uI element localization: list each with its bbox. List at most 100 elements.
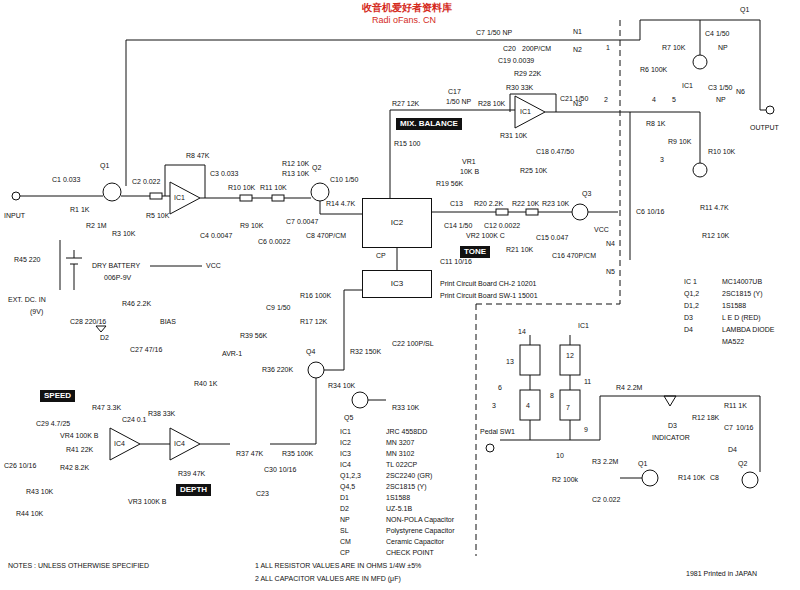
component-label: R13 10K (282, 170, 309, 178)
component-label: Q2 (738, 460, 747, 468)
component-label: C22 100P/SL (392, 340, 434, 348)
wire (96, 326, 106, 332)
component-label: IC2 (340, 439, 351, 447)
resistor-symbol (560, 345, 580, 375)
component-label: 1/50 NP (446, 98, 471, 106)
component-symbol (103, 183, 121, 201)
watermark-text: 收音机爱好者资料库 (362, 2, 452, 13)
component-label: Q2 (312, 164, 321, 172)
component-label: C7 0.0047 (286, 218, 318, 226)
component-label: C3 1/50 (708, 84, 733, 92)
component-label: MA522 (722, 338, 744, 346)
component-label: INDICATOR (652, 434, 690, 442)
component-label: R32 150K (350, 348, 381, 356)
component-label: MN 3207 (386, 439, 414, 447)
component-label: EXT. DC. IN (8, 296, 46, 304)
component-label: C14 1/50 (444, 222, 472, 230)
component-label: R9 10K (240, 222, 263, 230)
component-label: C26 10/16 (4, 462, 36, 470)
component-label: R39 47K (178, 470, 205, 478)
component-label: R25 10K (520, 167, 547, 175)
component-label: C4 0.0047 (200, 232, 232, 240)
component-label: Q4,5 (340, 483, 355, 491)
component-label: 13 (506, 358, 514, 366)
component-label: R14 10K (678, 474, 705, 482)
component-label: R10 10K (228, 184, 255, 192)
component-label: 5 (672, 96, 676, 104)
component-label: C27 47/16 (130, 346, 162, 354)
component-label: (9V) (30, 308, 43, 316)
component-symbol (352, 392, 368, 408)
wire (126, 40, 600, 186)
component-label: INPUT (4, 212, 25, 220)
component-label: R22 10K (512, 200, 539, 208)
component-label: R11 1K (724, 402, 747, 410)
component-label: R20 2.2K (474, 200, 503, 208)
component-symbol (486, 444, 494, 452)
wire (500, 396, 760, 472)
component-label: C7 1/50 NP (476, 29, 512, 37)
wire (150, 266, 202, 267)
resistor-symbol (520, 345, 540, 375)
component-symbol (308, 362, 324, 378)
resistor-symbol (272, 195, 284, 201)
component-label: Pedal SW1 (480, 428, 515, 436)
component-label: R21 10K (506, 246, 533, 254)
component-label: IC4 (340, 461, 351, 469)
resistor-symbol (526, 209, 538, 215)
component-label: R27 12K (392, 100, 419, 108)
wire (170, 182, 200, 214)
component-label: 9 (584, 426, 588, 434)
component-label: 6 (498, 384, 502, 392)
component-label: R12 10K (702, 232, 729, 240)
component-label: R36 220K (262, 366, 293, 374)
node-text: DEPTH (180, 485, 207, 494)
component-label: N1 (573, 28, 582, 36)
component-label: 2 (604, 96, 608, 104)
component-label: R5 10K (146, 212, 169, 220)
ic-box: IC3 (362, 270, 432, 298)
wire (510, 94, 556, 112)
wire (200, 198, 311, 199)
component-label: 1981 Printed in JAPAN (686, 570, 757, 578)
component-label: R19 56K (436, 180, 463, 188)
component-label: 3 (660, 156, 664, 164)
component-label: C6 0.0022 (258, 238, 290, 246)
component-label: VR4 100K B (60, 432, 99, 440)
component-label: 2 ALL CAPACITOR VALUES ARE IN MFD (μF) (255, 575, 401, 583)
component-label: 10/16 (736, 424, 754, 432)
component-label: C16 470P/CM (552, 252, 596, 260)
component-label: TL 022CP (386, 461, 417, 469)
component-label: R1 1K (70, 206, 89, 214)
wire (66, 250, 82, 290)
component-label: LAMBDA DIODE (722, 326, 775, 334)
component-label: 3 (492, 402, 496, 410)
component-label: R41 22K (66, 446, 93, 454)
wire (664, 396, 676, 406)
component-label: D3 (668, 422, 677, 430)
component-label: N6 (736, 88, 745, 96)
component-label: R30 33K (506, 84, 533, 92)
component-label: R8 1K (646, 120, 665, 128)
component-label: R14 4.7K (326, 200, 355, 208)
component-label: R6 100K (640, 66, 667, 74)
component-label: IC1 (340, 428, 351, 436)
wire (545, 112, 600, 113)
component-label: NOTES : UNLESS OTHERWISE SPECIFIED (8, 562, 149, 570)
component-label: R12 10K (282, 160, 309, 168)
component-label: 4 (652, 96, 656, 104)
component-label: 2SC1815 (Y) (386, 483, 426, 491)
component-label: OUTPUT (750, 124, 779, 132)
component-label: Polystyrene Capacitor (386, 527, 454, 535)
component-label: Q5 (344, 414, 353, 422)
wire (140, 444, 170, 445)
component-label: BIAS (160, 318, 176, 326)
component-label: R12 18K (692, 414, 719, 422)
component-label: Q1,2 (684, 290, 699, 298)
component-label: D3 (684, 314, 693, 322)
component-label: DRY BATTERY (92, 262, 140, 270)
component-label: N2 (573, 46, 582, 54)
component-label: R34 10K (328, 382, 355, 390)
node-text: TONE (464, 247, 486, 256)
component-label: R44 10K (16, 510, 43, 518)
